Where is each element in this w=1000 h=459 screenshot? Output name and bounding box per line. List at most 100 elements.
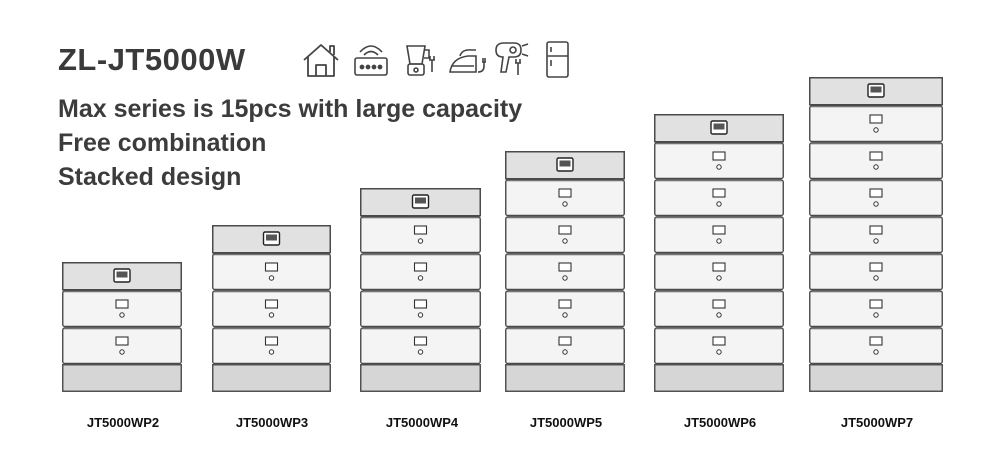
power-led-icon [119,349,125,355]
battery-module [809,216,943,254]
power-led-icon [562,349,568,355]
indicator-window-icon [558,188,572,198]
base-plinth [212,364,331,392]
power-led-icon [268,349,275,355]
indicator-window-icon [869,225,883,235]
battery-module [809,179,943,217]
power-led-icon [716,201,722,207]
battery-module [809,327,943,365]
battery-module [505,290,625,328]
battery-module [809,142,943,180]
battery-stack-jt5000wp3 [212,225,331,392]
indicator-window-icon [413,262,428,272]
base-plinth [654,364,784,392]
battery-module [654,327,784,365]
indicator-window-icon [712,299,726,309]
feature-text: Max series is 15pcs with large capacity [58,95,523,123]
power-led-icon [873,275,879,281]
battery-module [360,290,481,328]
control-module [360,188,481,217]
power-led-icon [873,164,879,170]
indicator-window-icon [264,299,279,309]
battery-module [212,253,331,291]
indicator-window-icon [115,299,129,309]
battery-module [62,327,182,365]
battery-module [212,290,331,328]
indicator-window-icon [558,225,572,235]
indicator-window-icon [558,262,572,272]
product-label: JT5000WP7 [840,415,914,430]
battery-stack-jt5000wp6 [654,114,784,392]
indicator-window-icon [869,336,883,346]
hair-dryer-icon [495,42,529,75]
lcd-screen [559,160,571,167]
indicator-window-icon [869,299,883,309]
feature-text: Free combination [58,129,267,157]
power-led-icon [417,238,424,244]
battery-module [505,327,625,365]
battery-module [360,327,481,365]
base-plinth [360,364,481,392]
indicator-window-icon [712,262,726,272]
battery-module [212,327,331,365]
house-icon [303,44,339,77]
power-led-icon [562,201,568,207]
battery-stack-jt5000wp5 [505,151,625,392]
refrigerator-icon [546,41,569,78]
indicator-window-icon [264,262,279,272]
product-label: JT5000WP6 [683,415,757,430]
power-led-icon [417,349,424,355]
power-led-icon [716,238,722,244]
battery-module [809,105,943,143]
lcd-screen [116,271,128,278]
indicator-window-icon [413,299,428,309]
battery-module [809,290,943,328]
battery-module [505,253,625,291]
indicator-window-icon [712,225,726,235]
battery-module [360,216,481,254]
base-plinth [505,364,625,392]
power-led-icon [873,312,879,318]
battery-module [654,290,784,328]
power-led-icon [873,127,879,133]
power-led-icon [562,312,568,318]
power-led-icon [562,238,568,244]
power-led-icon [119,312,125,318]
indicator-window-icon [558,299,572,309]
indicator-window-icon [413,225,428,235]
battery-module [654,216,784,254]
power-led-icon [716,312,722,318]
power-led-icon [268,275,275,281]
battery-module [654,253,784,291]
router-icon [354,45,388,76]
power-led-icon [716,164,722,170]
power-led-icon [417,312,424,318]
product-label: JT5000WP3 [235,415,309,430]
power-led-icon [873,349,879,355]
battery-stack-jt5000wp7 [809,77,943,392]
battery-module [654,179,784,217]
indicator-window-icon [869,151,883,161]
indicator-window-icon [869,188,883,198]
product-label: JT5000WP2 [86,415,160,430]
base-plinth [809,364,943,392]
indicator-window-icon [869,262,883,272]
indicator-window-icon [712,151,726,161]
iron-icon [449,49,486,73]
blender-icon [406,45,435,76]
battery-stack-jt5000wp2 [62,262,182,392]
indicator-window-icon [712,336,726,346]
battery-stack-jt5000wp4 [360,188,481,392]
base-plinth [62,364,182,392]
product-title: ZL-JT5000W [58,42,246,77]
battery-module [505,179,625,217]
indicator-window-icon [869,114,883,124]
indicator-window-icon [264,336,279,346]
indicator-window-icon [413,336,428,346]
power-led-icon [716,349,722,355]
power-led-icon [417,275,424,281]
lcd-screen [870,86,882,93]
lcd-screen [415,197,426,204]
indicator-window-icon [712,188,726,198]
power-led-icon [562,275,568,281]
